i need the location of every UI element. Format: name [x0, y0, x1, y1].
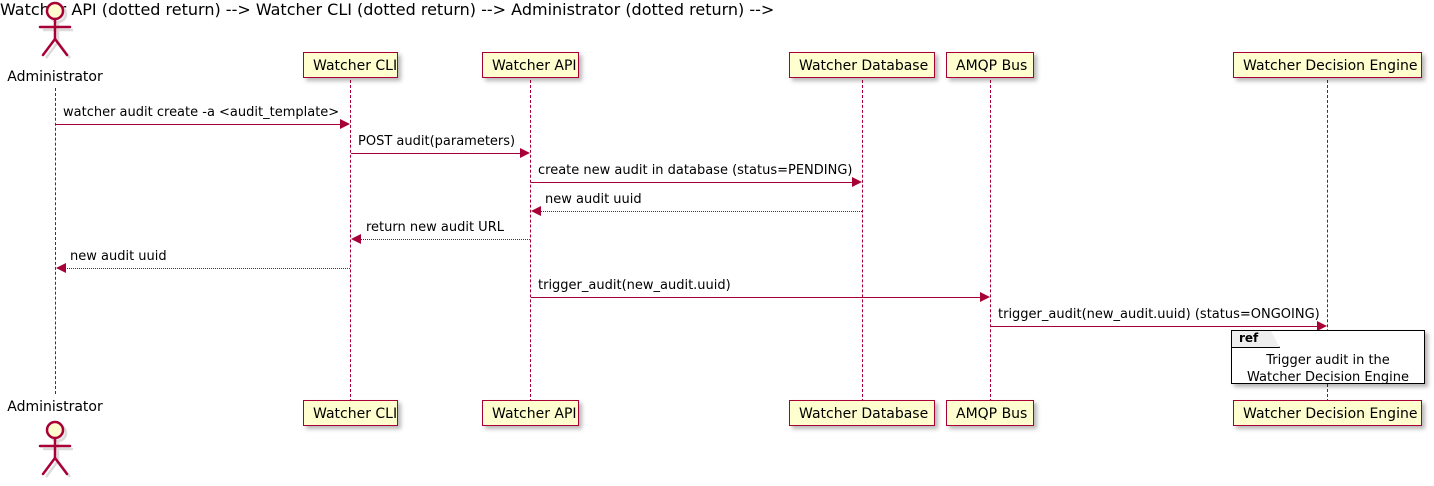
arrow-head-post-audit [520, 148, 530, 158]
arrow-head-return-new-audit-url [351, 234, 361, 244]
participant-label-watcher-api-bottom: Watcher API [492, 406, 577, 422]
message-line-trigger-audit-bus [531, 297, 982, 298]
participant-label-watcher-cli-top: Watcher CLI [313, 58, 398, 74]
ref-fragment-tab-label: ref [1232, 331, 1280, 348]
message-line-new-audit-uuid-db [540, 211, 862, 212]
participant-label-watcher-database-top: Watcher Database [799, 58, 929, 74]
actor-label-administrator-top: Administrator [7, 69, 103, 85]
message-label-create-new-audit: create new audit in database (status=PEN… [538, 163, 853, 178]
message-line-trigger-audit-engine [991, 326, 1319, 327]
lifeline-watcher-decision-engine [1327, 80, 1328, 402]
message-label-new-audit-uuid-db: new audit uuid [545, 192, 642, 207]
ref-fragment-line-1: Trigger audit in the [1266, 353, 1390, 368]
arrow-head-new-audit-uuid-db [531, 206, 541, 216]
participant-label-watcher-api-top: Watcher API [492, 58, 577, 74]
arrow-head-new-audit-uuid-cli [56, 263, 66, 273]
lifeline-watcher-api [530, 80, 531, 402]
message-label-trigger-audit-bus: trigger_audit(new_audit.uuid) [538, 278, 731, 293]
participant-box-watcher-database-top[interactable]: Watcher Database [789, 52, 935, 78]
participant-label-watcher-database-bottom: Watcher Database [799, 406, 929, 422]
participant-label-amqp-bus-top: AMQP Bus [956, 58, 1028, 74]
arrow-head-watcher-audit-create [340, 119, 350, 129]
arrow-head-create-new-audit [852, 177, 862, 187]
participant-label-watcher-decision-engine-bottom: Watcher Decision Engine [1243, 406, 1418, 422]
ref-fragment-line-2: Watcher Decision Engine [1247, 370, 1409, 385]
lifeline-amqp-bus [990, 80, 991, 402]
actor-figure-administrator-top [38, 1, 73, 59]
actor-figure-administrator-bottom [38, 420, 73, 478]
participant-box-amqp-bus-top[interactable]: AMQP Bus [946, 52, 1034, 78]
participant-box-amqp-bus-bottom[interactable]: AMQP Bus [946, 400, 1034, 426]
arrow-head-trigger-audit-engine [1317, 321, 1327, 331]
lifeline-watcher-database [862, 80, 863, 402]
arrow-head-trigger-audit-bus [980, 292, 990, 302]
ref-fragment-box[interactable]: ref Trigger audit in the Watcher Decisio… [1231, 330, 1425, 386]
message-line-return-new-audit-url [360, 239, 530, 240]
message-line-create-new-audit [531, 182, 854, 183]
message-label-trigger-audit-engine: trigger_audit(new_audit.uuid) (status=ON… [998, 307, 1320, 322]
participant-box-watcher-decision-engine-top[interactable]: Watcher Decision Engine [1233, 52, 1422, 78]
message-line-new-audit-uuid-cli [65, 268, 350, 269]
participant-box-watcher-cli-top[interactable]: Watcher CLI [303, 52, 398, 78]
lifeline-watcher-cli [350, 80, 351, 402]
message-line-watcher-audit-create [56, 124, 342, 125]
message-line-post-audit [351, 153, 522, 154]
participant-label-amqp-bus-bottom: AMQP Bus [956, 406, 1028, 422]
participant-label-watcher-cli-bottom: Watcher CLI [313, 406, 398, 422]
participant-box-watcher-api-top[interactable]: Watcher API [482, 52, 579, 78]
participant-box-watcher-decision-engine-bottom[interactable]: Watcher Decision Engine [1233, 400, 1422, 426]
ref-fragment-body: Trigger audit in the Watcher Decision En… [1232, 349, 1424, 386]
message-label-watcher-audit-create: watcher audit create -a <audit_template> [63, 105, 340, 120]
participant-box-watcher-database-bottom[interactable]: Watcher Database [789, 400, 935, 426]
lifeline-administrator [55, 88, 56, 394]
message-label-new-audit-uuid-cli: new audit uuid [70, 249, 167, 264]
participant-label-watcher-decision-engine-top: Watcher Decision Engine [1243, 58, 1418, 74]
actor-label-administrator-bottom: Administrator [7, 399, 103, 415]
message-label-post-audit: POST audit(parameters) [358, 134, 516, 149]
participant-box-watcher-cli-bottom[interactable]: Watcher CLI [303, 400, 398, 426]
message-label-return-new-audit-url: return new audit URL [366, 220, 504, 235]
participant-box-watcher-api-bottom[interactable]: Watcher API [482, 400, 579, 426]
